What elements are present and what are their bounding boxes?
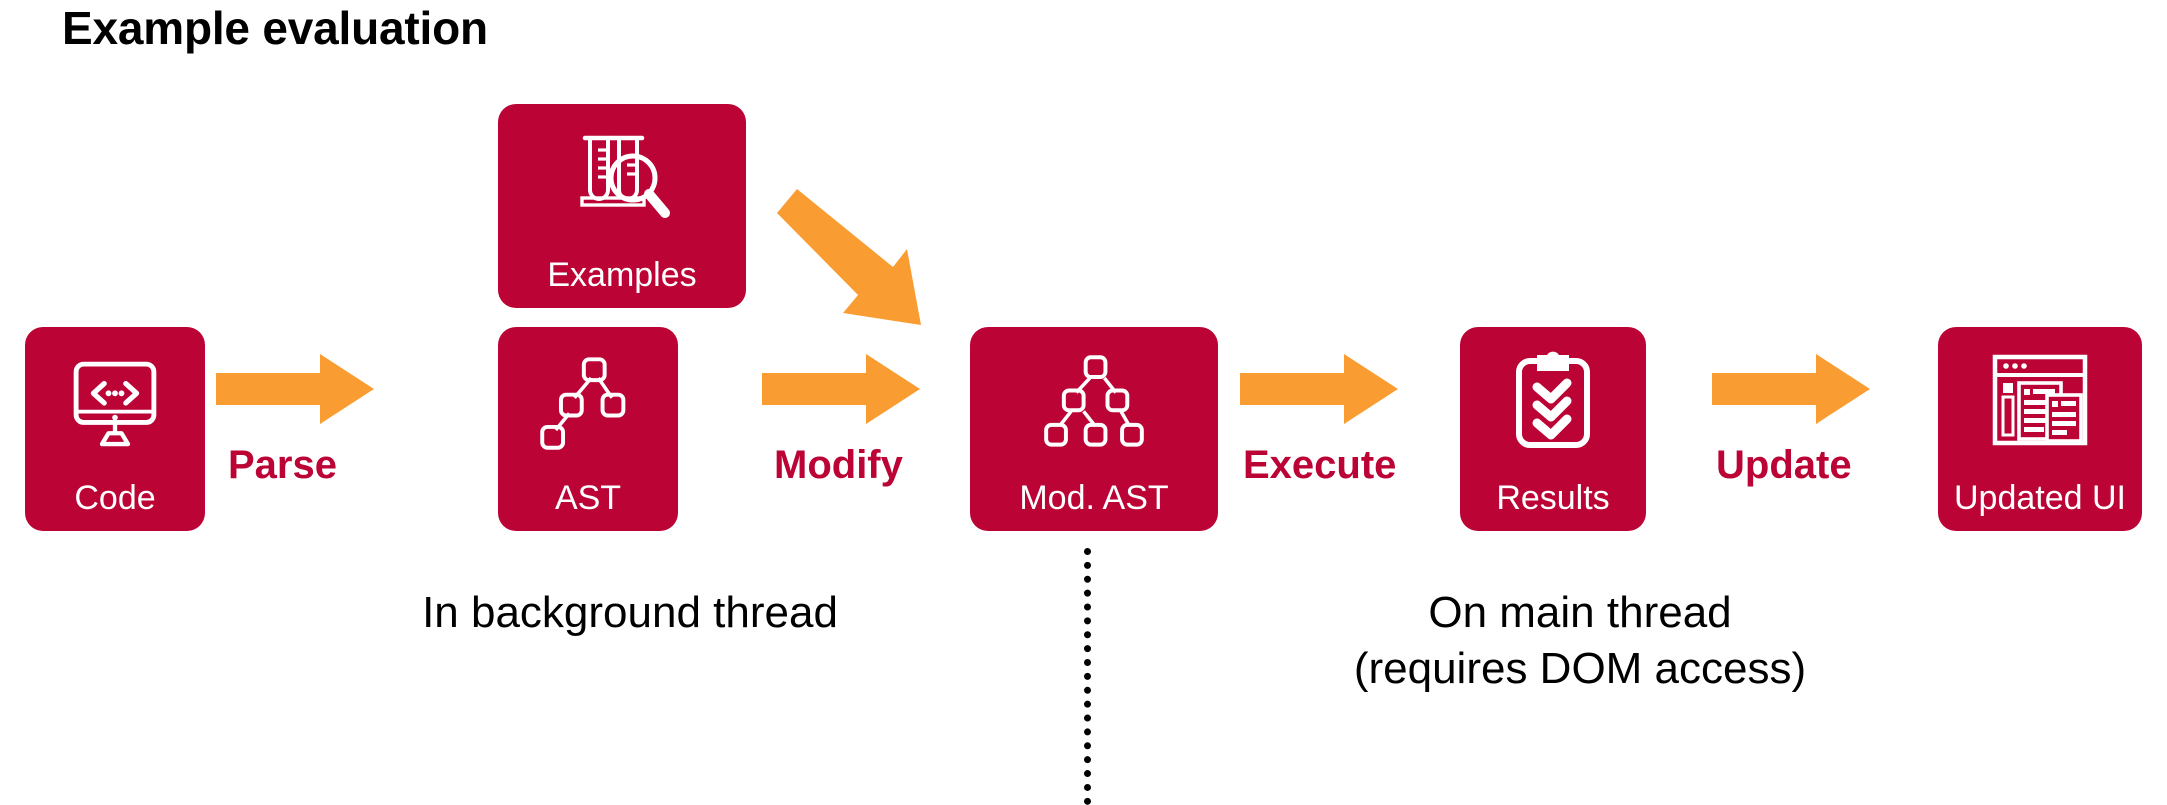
caption-main-thread-line1: On main thread: [1428, 588, 1732, 637]
arrow-modify: [762, 352, 922, 431]
thread-boundary-divider: [1084, 548, 1091, 805]
node-label: Mod. AST: [1019, 479, 1169, 517]
arrow-parse: [216, 352, 376, 431]
node-label: Results: [1496, 479, 1610, 517]
caption-main-thread-line2: (requires DOM access): [1353, 644, 1807, 693]
test-tubes-magnifier-icon: [498, 104, 746, 256]
tree-large-icon: [970, 327, 1218, 479]
arrow-examples-to-mod-ast: [775, 185, 955, 325]
caption-main-thread: On main thread (requires DOM access): [1200, 585, 1960, 697]
node-examples: Examples: [498, 104, 746, 308]
node-updated-ui: Updated UI: [1938, 327, 2142, 531]
node-ast: AST: [498, 327, 678, 531]
node-label: Updated UI: [1954, 479, 2126, 517]
arrow-label-parse: Parse: [228, 443, 337, 487]
arrow-execute: [1240, 352, 1400, 431]
arrow-update: [1712, 352, 1872, 431]
node-label: AST: [554, 479, 622, 517]
node-label: Examples: [547, 256, 697, 294]
node-code: Code: [25, 327, 205, 531]
caption-background-thread: In background thread: [300, 585, 960, 641]
node-label: Code: [74, 479, 156, 517]
node-mod-ast: Mod. AST: [970, 327, 1218, 531]
page-title: Example evaluation: [62, 2, 488, 54]
caption-background-thread-text: In background thread: [422, 588, 838, 637]
arrow-label-modify: Modify: [774, 443, 903, 487]
clipboard-checks-icon: [1460, 327, 1646, 479]
tree-small-icon: [498, 327, 678, 479]
arrow-label-execute: Execute: [1243, 443, 1397, 487]
monitor-code-icon: [25, 327, 205, 479]
browser-window-icon: [1938, 327, 2142, 479]
arrow-label-update: Update: [1716, 443, 1852, 487]
node-results: Results: [1460, 327, 1646, 531]
